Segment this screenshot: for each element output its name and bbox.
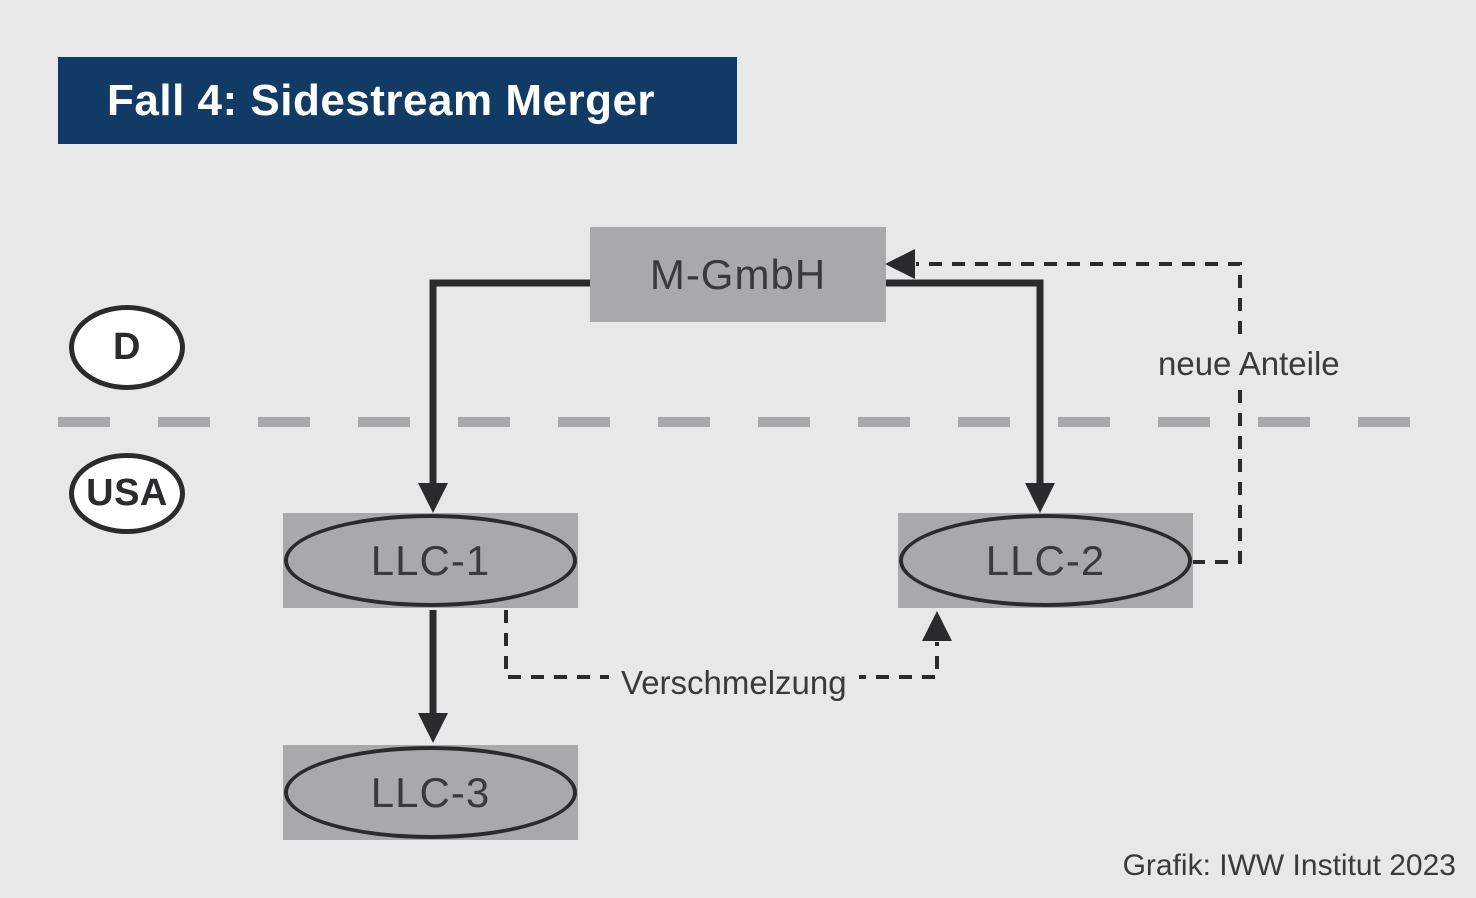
- region-badge-d-label: D: [113, 326, 141, 368]
- arrow-mgmbh-to-llc2: [884, 279, 1044, 484]
- arrowhead-left-mgmbh: [885, 249, 915, 279]
- entity-llc3-label: LLC-3: [370, 768, 491, 816]
- annotation-verschmelzung: Verschmelzung: [609, 660, 859, 706]
- page-title: Fall 4: Sidestream Merger: [107, 75, 656, 125]
- entity-m-gmbh-label: M-GmbH: [649, 250, 827, 298]
- arrowhead-up-llc2: [922, 611, 952, 641]
- entity-llc2-ellipse: LLC-2: [899, 514, 1192, 607]
- entity-llc1-ellipse: LLC-1: [284, 514, 577, 607]
- credit-text: Grafik: IWW Institut 2023: [1122, 849, 1456, 882]
- entity-llc3: LLC-3: [283, 745, 578, 840]
- entity-llc3-ellipse: LLC-3: [284, 746, 577, 839]
- arrowhead-down-llc2: [1025, 483, 1055, 513]
- title-bar: Fall 4: Sidestream Merger: [58, 57, 737, 144]
- region-badge-usa-label: USA: [86, 472, 168, 514]
- entity-llc1: LLC-1: [283, 513, 578, 608]
- entity-llc2: LLC-2: [898, 513, 1193, 608]
- arrowhead-down-llc3: [418, 713, 448, 743]
- arrow-mgmbh-to-llc1: [429, 279, 592, 484]
- arrowhead-down-llc1: [418, 483, 448, 513]
- annotation-neue-anteile: neue Anteile: [1146, 341, 1352, 387]
- region-badge-usa: USA: [69, 453, 185, 534]
- dashed-path-neue-anteile: [916, 262, 1242, 564]
- entity-llc2-label: LLC-2: [985, 536, 1106, 584]
- entity-llc1-label: LLC-1: [370, 536, 491, 584]
- entity-m-gmbh: M-GmbH: [590, 227, 886, 322]
- region-badge-d: D: [69, 305, 185, 390]
